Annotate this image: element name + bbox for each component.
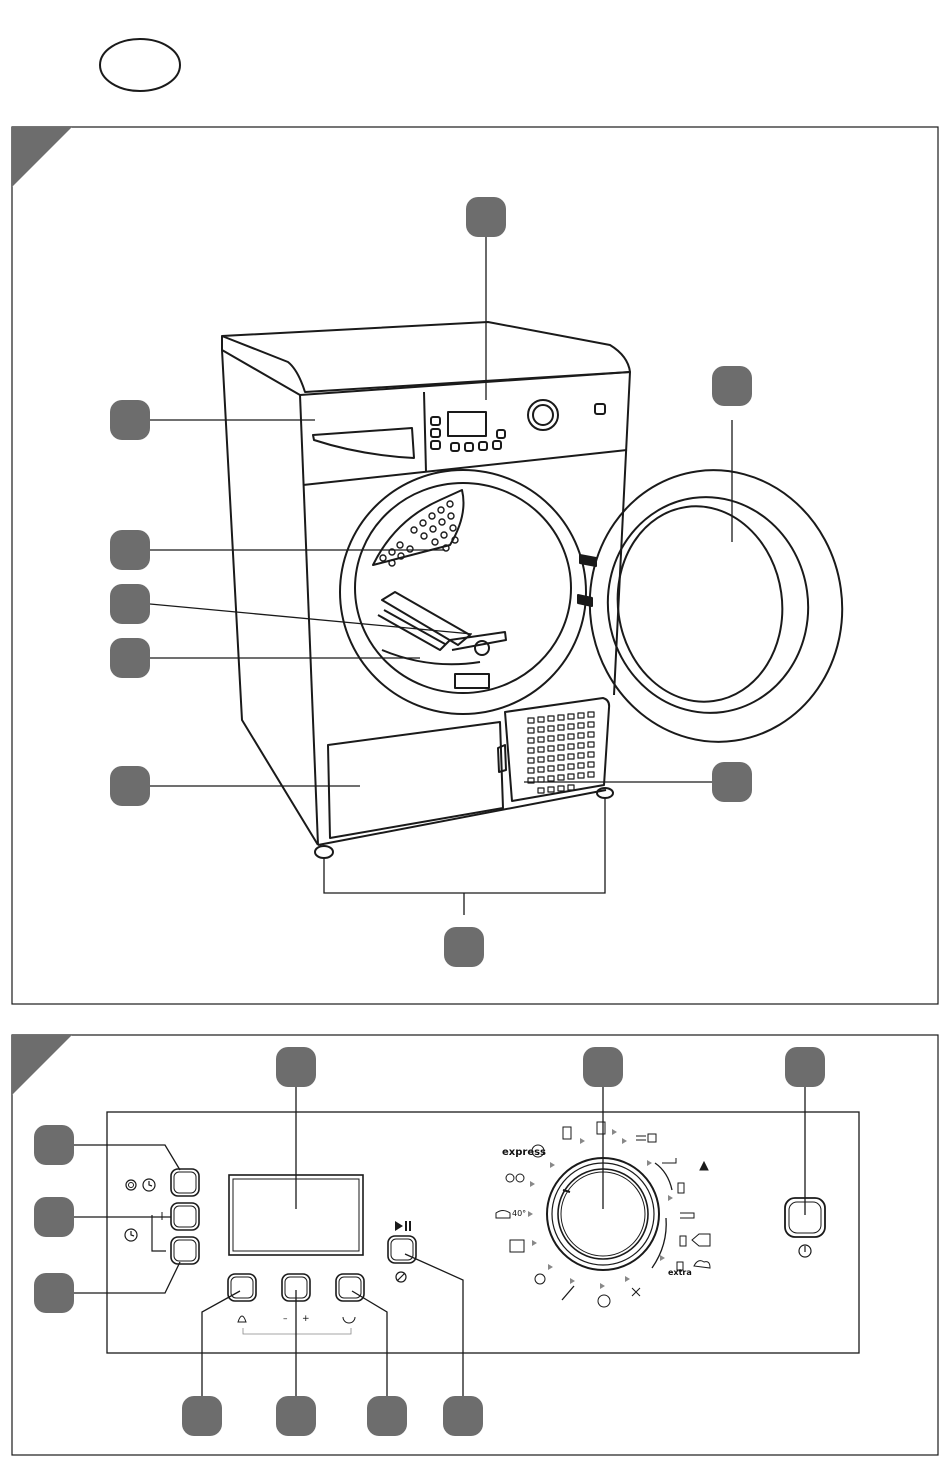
- program-icon: [662, 1158, 676, 1163]
- callout-badge: [110, 400, 150, 440]
- callout-badge: [34, 1125, 74, 1165]
- callout-badge: [276, 1396, 316, 1436]
- callout-badge: [110, 584, 150, 624]
- anti-crease-icon: [343, 1317, 355, 1323]
- callout-badge: [110, 766, 150, 806]
- callout-badge: [34, 1197, 74, 1237]
- callout-badge: [276, 1047, 316, 1087]
- program-icon: [678, 1183, 684, 1193]
- callout-badge: [367, 1396, 407, 1436]
- program-icon: [694, 1261, 710, 1268]
- callout-badge: [712, 366, 752, 406]
- bell-icon: [238, 1316, 246, 1322]
- figure-2-leader-lines: [74, 1085, 805, 1398]
- program-icon: [632, 1288, 640, 1296]
- callout-badge: [712, 762, 752, 802]
- minus-label: –: [283, 1314, 288, 1324]
- extra-label: extra: [668, 1268, 692, 1277]
- program-icon: [700, 1162, 708, 1170]
- temp-label: 40°: [512, 1209, 526, 1218]
- plus-label: +: [302, 1314, 310, 1324]
- callout-badge: [110, 530, 150, 570]
- program-icon: [597, 1122, 605, 1134]
- figure-1-leader-lines: [150, 236, 732, 915]
- express-label: express: [502, 1147, 546, 1158]
- program-icon: [563, 1127, 571, 1139]
- program-icon: [506, 1174, 514, 1182]
- callout-badge: [785, 1047, 825, 1087]
- language-badge: [100, 39, 180, 91]
- program-icon: [496, 1211, 510, 1219]
- program-icon: [680, 1213, 694, 1218]
- figure-2-callouts: [34, 1047, 825, 1436]
- spiral-icon: [126, 1180, 136, 1190]
- callout-badge: [466, 197, 506, 237]
- figure-1: [12, 127, 938, 1004]
- figure-2: express 40° extra – +: [12, 1035, 938, 1455]
- program-icon: [636, 1134, 656, 1142]
- callout-badge: [34, 1273, 74, 1313]
- callout-badge: [583, 1047, 623, 1087]
- panel-elements: [125, 1122, 825, 1334]
- play-pause-icon: [395, 1221, 403, 1231]
- program-icon: [562, 1286, 574, 1300]
- figure-1-corner-marker: [12, 127, 72, 187]
- figure-1-callouts: [110, 197, 752, 967]
- control-panel: [107, 1112, 859, 1353]
- callout-badge: [110, 638, 150, 678]
- callout-badge: [182, 1396, 222, 1436]
- callout-badge: [444, 927, 484, 967]
- program-icon: [680, 1236, 686, 1246]
- program-icon: [516, 1174, 524, 1182]
- dryer-illustration: [222, 322, 860, 858]
- figure-2-corner-marker: [12, 1035, 72, 1095]
- program-icon: [598, 1295, 610, 1307]
- callout-badge: [443, 1396, 483, 1436]
- program-icon: [535, 1274, 545, 1284]
- program-icon: [510, 1240, 524, 1252]
- program-icon: [692, 1234, 710, 1246]
